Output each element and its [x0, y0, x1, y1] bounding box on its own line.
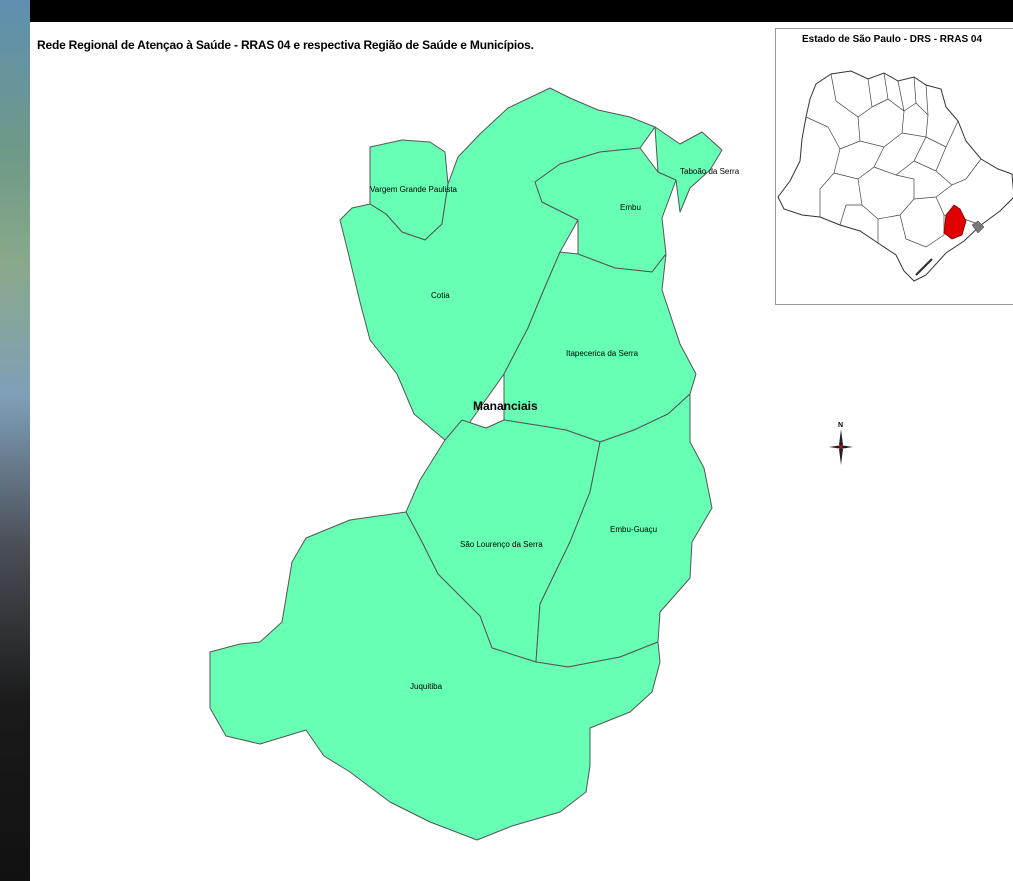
north-arrow-icon: N	[829, 422, 853, 465]
label-sao-lourenco-da-serra: São Lourenço da Serra	[460, 540, 543, 549]
north-label: N	[838, 422, 843, 429]
label-vargem-grande-paulista: Vargem Grande Paulista	[370, 185, 458, 194]
label-taboao-da-serra: Taboão da Serra	[680, 167, 740, 176]
rras04-highlight	[943, 204, 967, 240]
label-itapecerica-da-serra: Itapecerica da Serra	[566, 349, 639, 358]
municipality-embu-guacu[interactable]	[535, 393, 713, 668]
map-title: Rede Regional de Atençao à Saúde - RRAS …	[37, 38, 534, 52]
municipality-embu[interactable]	[534, 147, 677, 273]
label-juquitiba: Juquitiba	[410, 682, 443, 691]
region-map: Vargem Grande Paulista Taboão da Serra E…	[209, 87, 853, 841]
label-embu: Embu	[620, 203, 641, 212]
label-cotia: Cotia	[431, 291, 450, 300]
state-locator-inset: Estado de São Paulo - DRS - RRAS 04	[775, 28, 1013, 305]
state-map	[777, 70, 1013, 282]
municipality-juquitiba[interactable]	[209, 511, 661, 841]
region-label-mananciais: Mananciais	[473, 399, 538, 413]
label-embu-guacu: Embu-Guaçu	[610, 525, 657, 534]
map-frame: Rede Regional de Atençao à Saúde - RRAS …	[30, 22, 1013, 881]
background-edge	[0, 0, 30, 881]
municipality-taboao-da-serra[interactable]	[654, 126, 723, 213]
inset-title: Estado de São Paulo - DRS - RRAS 04	[802, 34, 983, 45]
